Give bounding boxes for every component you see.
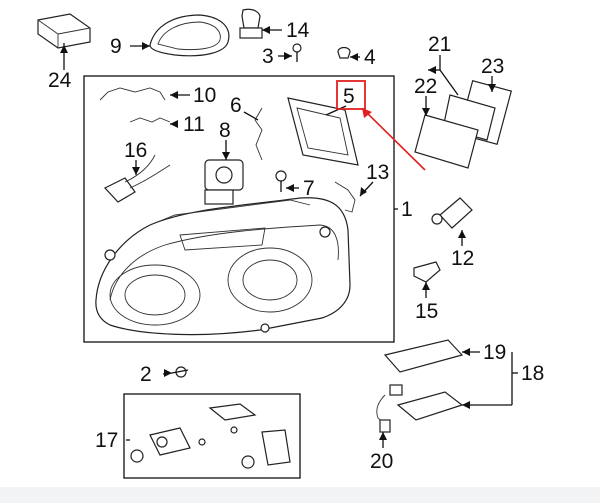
- part-4-clip: [337, 46, 351, 59]
- part-2-bolt: [171, 366, 189, 378]
- headlamp-housing: [95, 197, 351, 336]
- mounting-kit-frame: [123, 393, 301, 479]
- part-5-cover: [287, 97, 359, 166]
- callout-22: 22: [414, 75, 437, 98]
- callout-11: 11: [183, 113, 205, 136]
- callout-16: 16: [124, 139, 147, 162]
- callout-21: 21: [428, 33, 451, 56]
- part-3-screw: [292, 43, 302, 62]
- arrowheads: [60, 26, 496, 440]
- callout-3: 3: [262, 45, 274, 68]
- part-17-mounting-kit: [130, 403, 291, 469]
- callout-1: 1: [401, 198, 413, 221]
- part-16-bulb-socket: [104, 154, 171, 203]
- callout-8: 8: [219, 119, 231, 142]
- callout-9: 9: [110, 35, 122, 58]
- callout-7: 7: [303, 177, 315, 200]
- part-14-bulb: [239, 8, 263, 39]
- callout-23: 23: [481, 55, 504, 78]
- callout-10: 10: [193, 84, 216, 107]
- callout-6: 6: [230, 94, 242, 117]
- callout-4: 4: [364, 46, 376, 69]
- part-10-wire: [99, 87, 166, 101]
- callout-13: 13: [366, 161, 389, 184]
- callout-18: 18: [521, 362, 544, 385]
- part-22-seal: [414, 114, 479, 169]
- callout-15: 15: [415, 300, 438, 323]
- part-15-bulb: [413, 261, 441, 283]
- callout-20: 20: [370, 450, 393, 473]
- callout-17: 17: [95, 429, 118, 452]
- part-6-harness: [254, 107, 263, 161]
- callout-14: 14: [286, 19, 310, 42]
- part-5-highlight: [336, 80, 426, 171]
- callout-19: 19: [483, 341, 506, 364]
- part-12-bulb: [431, 197, 473, 229]
- callout-24: 24: [48, 69, 72, 92]
- part-7-screw: [275, 170, 287, 192]
- part-20-ignitor: [376, 384, 464, 433]
- footer-bar: [0, 487, 600, 503]
- part-9-gasket: [149, 14, 230, 57]
- part-8-actuator: [204, 159, 244, 205]
- callout-5: 5: [343, 85, 355, 108]
- callout-2: 2: [140, 363, 152, 386]
- callout-12: 12: [451, 247, 474, 270]
- part-24-control-module: [37, 13, 91, 49]
- part-19-panel: [383, 339, 464, 373]
- part-11-clip: [129, 117, 171, 123]
- part-13-bracket: [334, 181, 356, 213]
